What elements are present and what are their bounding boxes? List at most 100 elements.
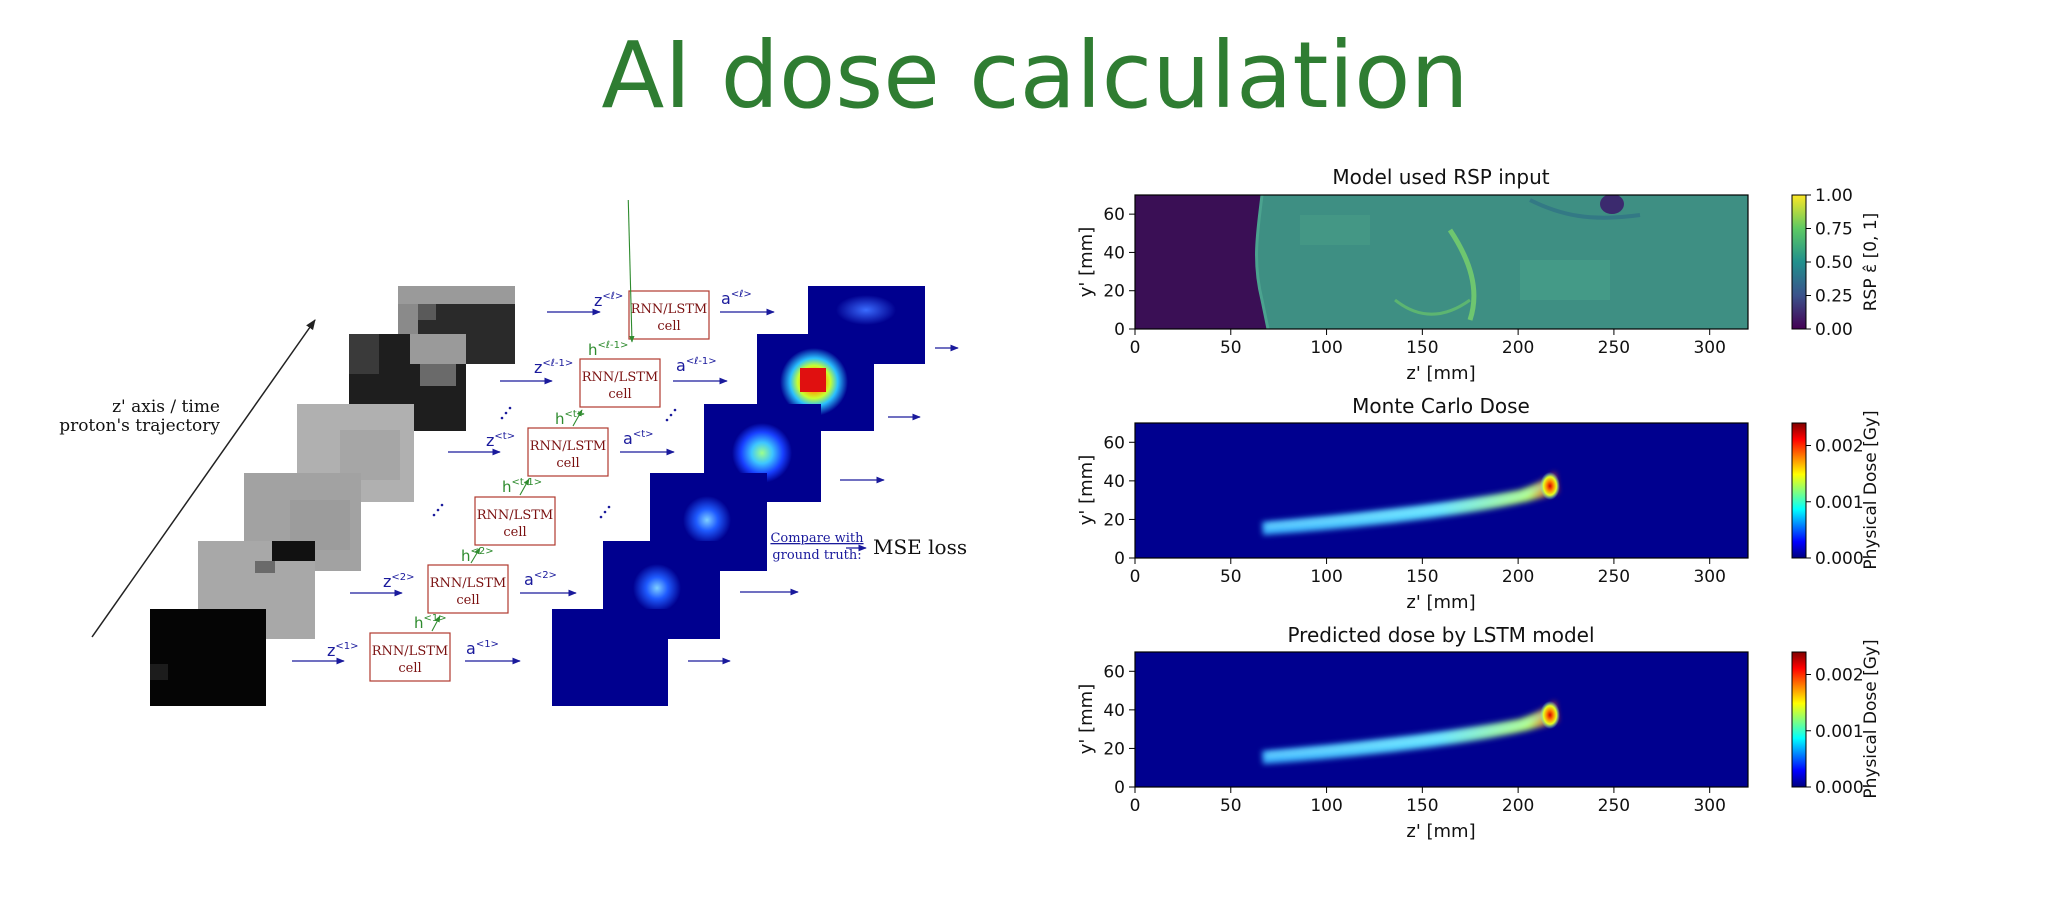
dose-slice-1	[552, 609, 668, 706]
z-label-l: z<ℓ>	[594, 291, 623, 310]
colorbar-tick-label: 0.000	[1815, 549, 1864, 569]
panel-rsp-ylabel: y' [mm]	[1076, 227, 1097, 297]
axis-label-line2: proton's trajectory	[59, 416, 220, 436]
svg-text:RNN/LSTM: RNN/LSTM	[372, 644, 448, 659]
panel-mc-cbar-label: Physical Dose [Gy]	[1861, 410, 1881, 569]
y-tick-label: 40	[1103, 701, 1125, 721]
y-tick-label: 20	[1103, 739, 1125, 759]
y-tick-label: 20	[1103, 282, 1125, 302]
z-label-t: z<t>	[486, 431, 515, 450]
a-label-l-minus-1: a<ℓ-1>	[676, 356, 717, 375]
x-tick-label: 50	[1220, 338, 1242, 358]
colorbar-tick-label: 1.00	[1815, 186, 1853, 206]
svg-text:cell: cell	[503, 525, 526, 540]
z-axis-line	[91, 319, 316, 638]
x-tick-label: 0	[1130, 338, 1141, 358]
y-tick-label: 40	[1103, 243, 1125, 263]
panel-pred-cbar-label: Physical Dose [Gy]	[1861, 639, 1881, 798]
panel-rsp-colorbar	[1791, 194, 1807, 330]
panel-pred-title: Predicted dose by LSTM model	[1287, 623, 1594, 647]
svg-text:cell: cell	[608, 387, 631, 402]
svg-text:cell: cell	[398, 661, 421, 676]
svg-text:RNN/LSTM: RNN/LSTM	[530, 439, 606, 454]
svg-text:RNN/LSTM: RNN/LSTM	[477, 508, 553, 523]
h-label-t: h<t>	[555, 409, 585, 428]
svg-text:cell: cell	[456, 593, 479, 608]
panel-pred-xlabel: z' [mm]	[1406, 821, 1475, 842]
a-label-l: a<ℓ>	[721, 289, 752, 308]
h-label-2: h<2>	[461, 546, 494, 565]
x-tick-label: 200	[1502, 567, 1534, 587]
rnn-cell-t: RNN/LSTM cell	[527, 427, 609, 477]
axis-label-line1: z' axis / time	[112, 397, 220, 417]
panel-pred-colorbar	[1791, 651, 1807, 788]
x-tick-label: 150	[1406, 338, 1438, 358]
panel-mc-title: Monte Carlo Dose	[1352, 394, 1530, 418]
ct-slice-1	[150, 609, 266, 706]
panel-rsp-title: Model used RSP input	[1332, 165, 1549, 189]
colorbar-tick-label: 0.001	[1815, 493, 1864, 513]
rnn-cell-t-minus-1: RNN/LSTM cell	[474, 496, 556, 546]
rnn-cell-1: RNN/LSTM cell	[369, 632, 451, 682]
panel-mc-colorbar	[1791, 422, 1807, 559]
h-label-1: h<1>	[414, 613, 447, 632]
slide-title: AI dose calculation	[601, 22, 1469, 129]
y-tick-label: 0	[1114, 549, 1125, 569]
x-tick-label: 0	[1130, 567, 1141, 587]
colorbar-tick-label: 0.000	[1815, 778, 1864, 798]
svg-text:RNN/LSTM: RNN/LSTM	[631, 302, 707, 317]
svg-text:RNN/LSTM: RNN/LSTM	[582, 370, 658, 385]
colorbar-tick-label: 0.002	[1815, 437, 1864, 457]
y-tick-label: 20	[1103, 510, 1125, 530]
x-tick-label: 50	[1220, 796, 1242, 816]
x-tick-label: 200	[1502, 796, 1534, 816]
colorbar-tick-label: 0.001	[1815, 722, 1864, 742]
y-tick-label: 60	[1103, 662, 1125, 682]
a-label-2: a<2>	[524, 570, 557, 589]
mse-loss-label: MSE loss	[873, 535, 967, 559]
svg-text:cell: cell	[556, 456, 579, 471]
z-label-2: z<2>	[383, 572, 415, 591]
x-tick-label: 250	[1598, 796, 1630, 816]
compare-line1: Compare with	[770, 531, 864, 546]
panel-mc-xlabel: z' [mm]	[1406, 592, 1475, 613]
x-tick-label: 250	[1598, 338, 1630, 358]
y-tick-label: 60	[1103, 205, 1125, 225]
y-tick-label: 60	[1103, 433, 1125, 453]
x-tick-label: 300	[1693, 567, 1725, 587]
x-tick-label: 150	[1406, 567, 1438, 587]
x-tick-label: 100	[1310, 338, 1342, 358]
panel-rsp-cbar-label: RSP ε̂ [0, 1]	[1861, 213, 1881, 312]
x-tick-label: 100	[1310, 567, 1342, 587]
a-label-t: a<t>	[623, 429, 654, 448]
y-tick-label: 0	[1114, 778, 1125, 798]
z-label-l-minus-1: z<ℓ-1>	[534, 358, 573, 377]
y-tick-label: 0	[1114, 320, 1125, 340]
a-label-1: a<1>	[466, 639, 499, 658]
panel-pred-ylabel: y' [mm]	[1076, 684, 1097, 754]
rnn-cell-l: RNN/LSTM cell	[628, 290, 710, 340]
colorbar-tick-label: 0.25	[1815, 287, 1853, 307]
x-tick-label: 0	[1130, 796, 1141, 816]
rnn-cell-l-minus-1: RNN/LSTM cell	[579, 358, 661, 408]
x-tick-label: 150	[1406, 796, 1438, 816]
x-tick-label: 300	[1693, 338, 1725, 358]
svg-text:cell: cell	[657, 319, 680, 334]
h-label-l-minus-1: h<ℓ-1>	[588, 340, 628, 359]
lstm-diagram: z' axis / time proton's trajectory	[59, 200, 967, 706]
x-tick-label: 100	[1310, 796, 1342, 816]
x-tick-label: 50	[1220, 567, 1242, 587]
z-label-1: z<1>	[327, 641, 359, 660]
compare-line2: ground truth:	[772, 548, 861, 563]
rnn-cell-2: RNN/LSTM cell	[427, 564, 509, 614]
colorbar-tick-label: 0.50	[1815, 253, 1853, 273]
x-tick-label: 200	[1502, 338, 1534, 358]
colorbar-tick-label: 0.002	[1815, 666, 1864, 686]
colorbar-tick-label: 0.75	[1815, 220, 1853, 240]
